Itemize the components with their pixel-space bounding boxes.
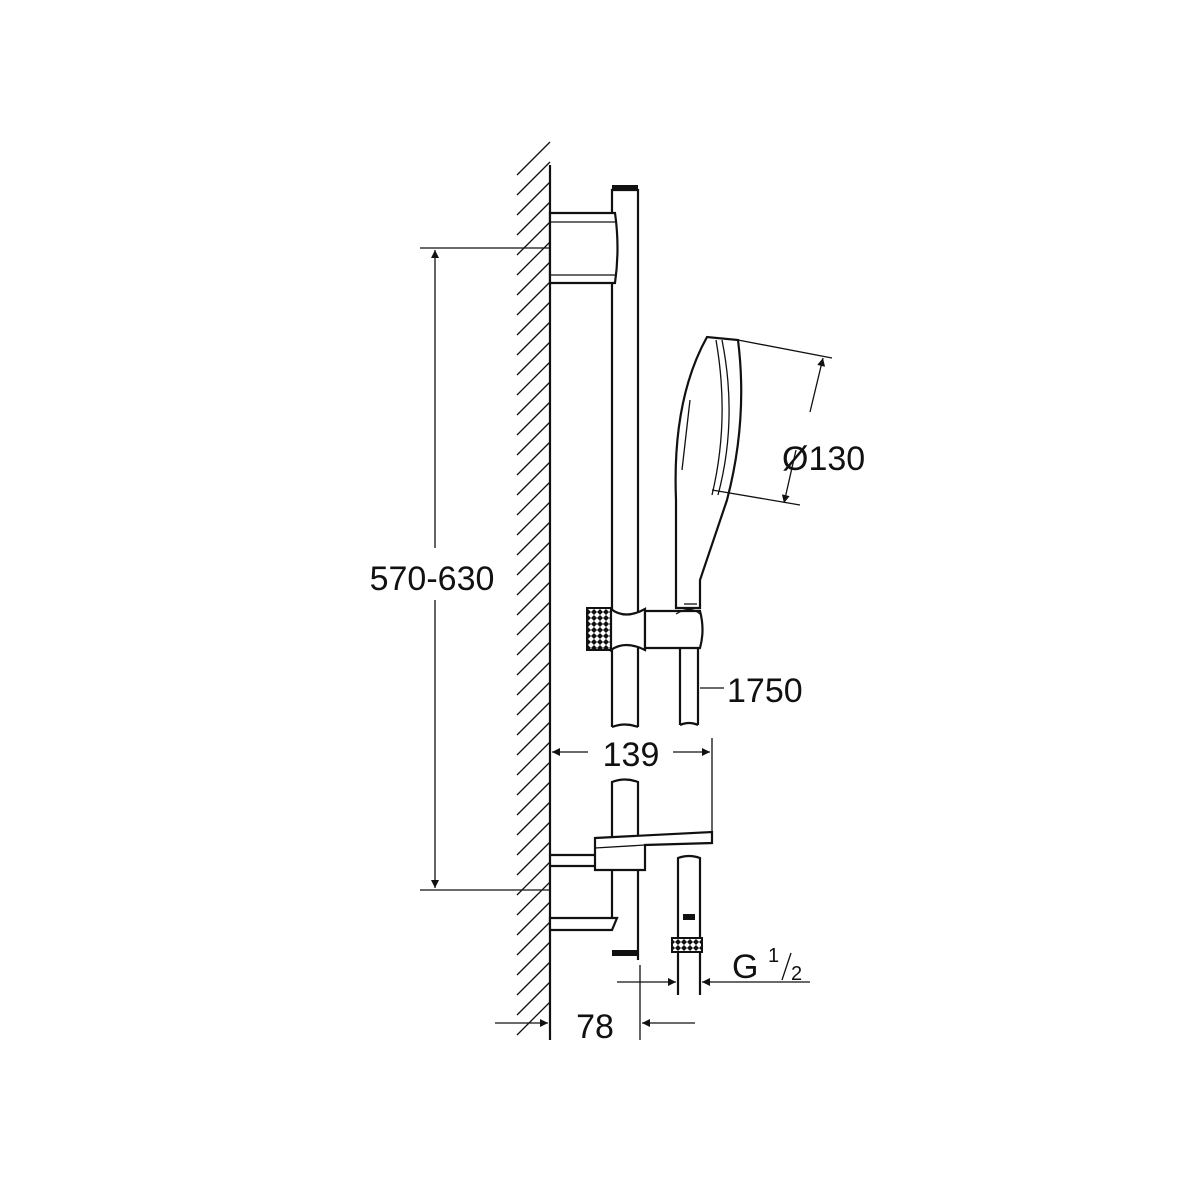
hatch-line <box>516 401 551 436</box>
thread-prefix: G <box>732 948 758 986</box>
dimension-rail-spacing: 570-630 <box>370 247 550 891</box>
hatch-line <box>516 421 551 456</box>
shower-rail <box>610 185 640 960</box>
slider-holder <box>586 606 704 653</box>
hatch-line <box>516 801 551 836</box>
hatch-line <box>516 601 551 636</box>
hatch-line <box>516 761 551 796</box>
hatch-line <box>516 641 551 676</box>
hatch-line <box>516 1001 551 1036</box>
hatch-line <box>516 201 551 236</box>
hose <box>671 648 703 995</box>
hatch-line <box>516 321 551 356</box>
hatch-line <box>516 541 551 576</box>
hatch-line <box>516 521 551 556</box>
hatch-line <box>516 241 551 276</box>
hatch-line <box>516 701 551 736</box>
rail-projection-label: 78 <box>576 1008 614 1046</box>
hatch-line <box>516 281 551 316</box>
thread-denominator: 2 <box>791 963 802 985</box>
hatch-line <box>516 941 551 976</box>
soap-dish <box>550 830 714 872</box>
hatch-line <box>516 361 551 396</box>
hatch-line <box>516 441 551 476</box>
head-diameter-label: Ø130 <box>782 440 865 478</box>
thread-numerator: 1 <box>768 945 779 967</box>
hatch-line <box>516 561 551 596</box>
dimension-shelf-projection: 139 <box>552 736 713 834</box>
hatch-line <box>516 881 551 916</box>
hatch-line <box>516 381 551 416</box>
upper-wall-bracket <box>548 211 619 285</box>
hatch-line <box>516 901 551 936</box>
hand-shower <box>674 335 743 610</box>
hatch-line <box>516 141 551 176</box>
wall <box>516 141 552 1040</box>
hatch-line <box>516 621 551 656</box>
hatch-line <box>516 781 551 816</box>
hatch-line <box>516 721 551 756</box>
hatch-line <box>516 301 551 336</box>
hatch-line <box>516 741 551 776</box>
hatch-line <box>516 681 551 716</box>
hatch-line <box>516 921 551 956</box>
hatch-line <box>516 261 551 296</box>
hatch-line <box>516 481 551 516</box>
hatch-line <box>516 841 551 876</box>
shelf-projection-label: 139 <box>603 736 660 774</box>
hatch-line <box>516 161 551 196</box>
hatch-line <box>516 461 551 496</box>
dimension-rail-projection: 78 <box>495 1008 695 1046</box>
hatch-line <box>516 221 551 256</box>
hose-length-label: 1750 <box>727 672 803 710</box>
hatch-line <box>516 181 551 216</box>
hatch-line <box>516 501 551 536</box>
dimension-thread: G 1 2 <box>617 945 810 1040</box>
hatch-line <box>516 581 551 616</box>
dimension-head-diameter: Ø130 <box>711 339 865 506</box>
rail-spacing-label: 570-630 <box>370 560 495 598</box>
hatch-line <box>516 661 551 696</box>
hatch-line <box>516 821 551 856</box>
hatch-line <box>516 981 551 1016</box>
hatch-line <box>516 961 551 996</box>
lower-wall-bracket <box>548 916 619 932</box>
hatch-line <box>516 341 551 376</box>
dimension-hose-length: 1750 <box>700 672 803 710</box>
